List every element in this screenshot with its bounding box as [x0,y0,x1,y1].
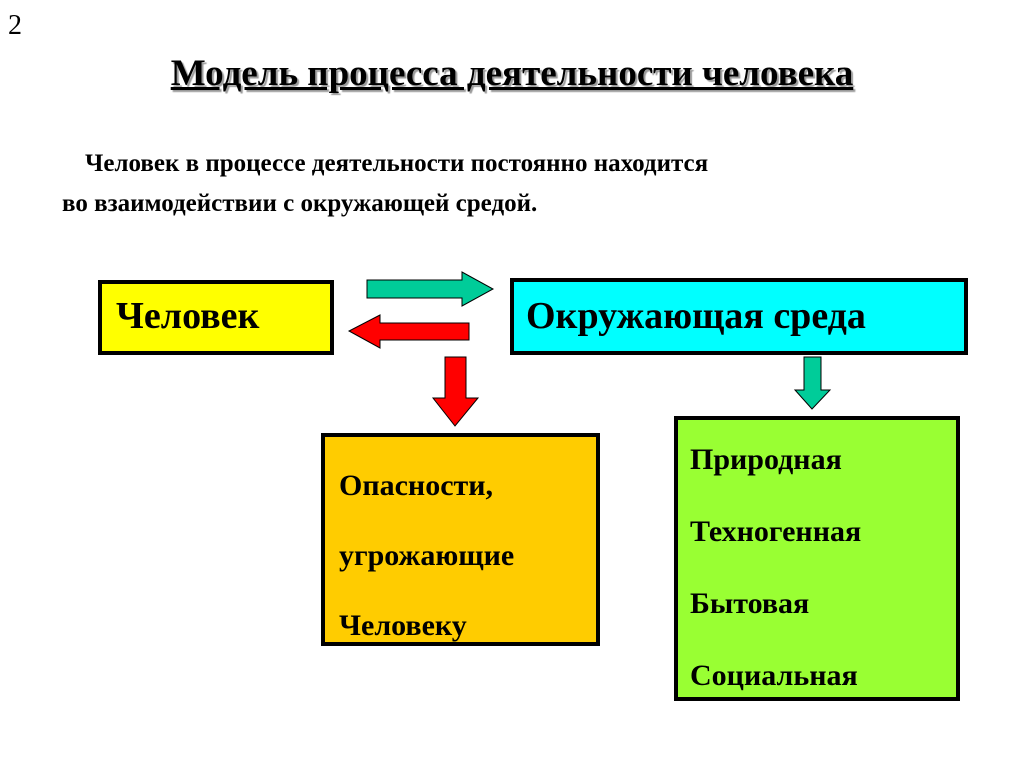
arrow-right-icon [366,271,495,307]
type-technogenic: Техногенная [690,515,862,548]
dangers-line: Человеку [339,609,467,642]
human-box: Человек [98,280,334,355]
type-natural: Природная [690,443,842,476]
arrow-down-green-icon [793,356,832,410]
dangers-line: Опасности, [339,469,494,502]
arrow-down-red-icon [431,356,480,427]
environment-box: Окружающая среда [510,278,968,355]
dangers-line: угрожающие [339,539,515,572]
type-social: Социальная [690,659,858,692]
environment-types-box: Природная Техногенная Бытовая Социальная [674,416,960,701]
dangers-box: Опасности, угрожающие Человеку [321,433,600,646]
intro-line-2: во взаимодействии с окружающей средой. [62,190,538,217]
arrow-left-icon [347,314,470,349]
slide-title: Модель процесса деятельности человека [170,53,854,94]
type-household: Бытовая [690,587,810,620]
intro-line-1: Человек в процессе деятельности постоянн… [85,150,709,177]
slide-number: 2 [8,10,22,41]
